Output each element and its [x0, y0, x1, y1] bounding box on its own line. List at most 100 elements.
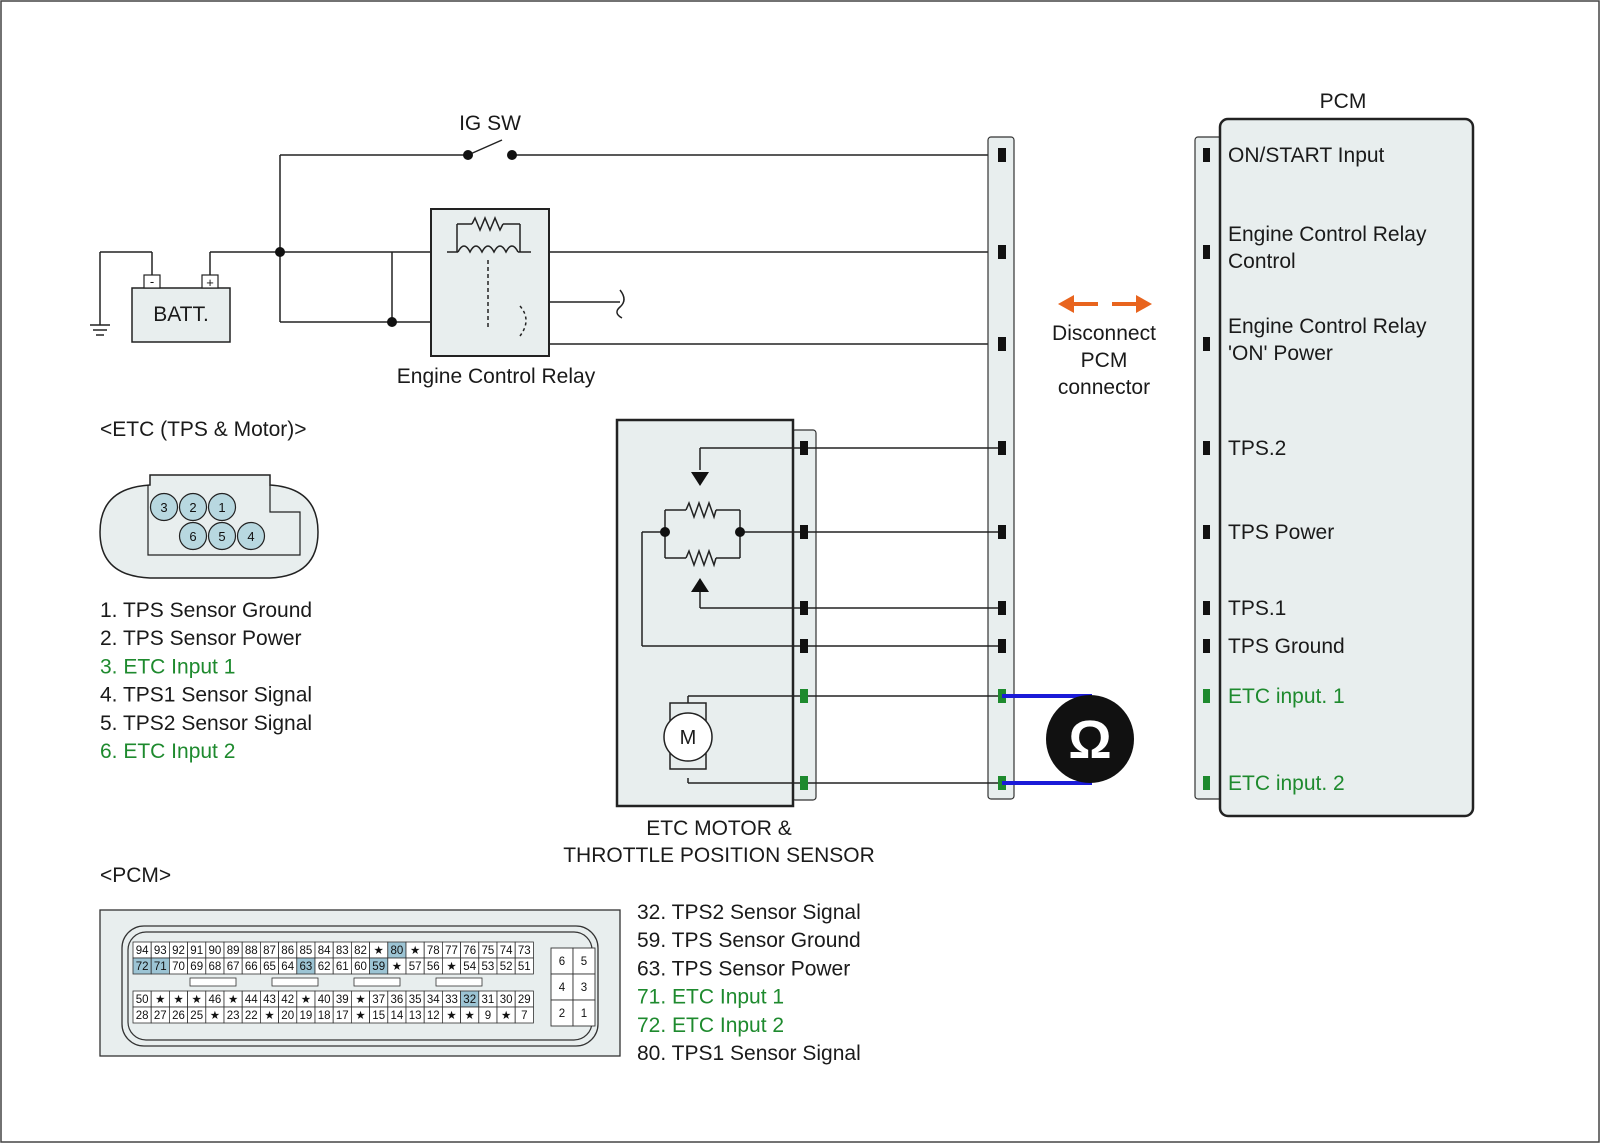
pcm-small-block-label: 6	[559, 956, 565, 968]
pcm-connector-key-slot	[353, 977, 401, 987]
pcm-connector-cell-label: 12	[427, 1010, 440, 1022]
etc-pin-marker	[800, 601, 808, 615]
pcm-connector-key-slot	[271, 977, 319, 987]
pcm-pin-marker	[1203, 601, 1210, 615]
pcm-pin-marker	[1203, 148, 1210, 162]
motor: M	[663, 712, 713, 762]
pcm-connector-cell-label: ★	[301, 994, 311, 1006]
engine-control-relay: Engine Control Relay	[397, 208, 596, 388]
pcm-small-block-label: 3	[581, 982, 587, 994]
pcm-connector-cell	[514, 957, 534, 975]
pcm-connector-cell-label: 13	[409, 1010, 422, 1022]
pcm-connector-cell-label: 32	[463, 994, 476, 1006]
ohm-symbol: Ω	[1068, 710, 1111, 770]
pcm-connector-cell-label: 27	[154, 1010, 167, 1022]
battery-label: BATT.	[153, 303, 209, 326]
inline-pin-marker	[998, 148, 1006, 162]
pcm-connector-cell-label: 40	[318, 994, 331, 1006]
pcm-small-block-label: 2	[559, 1008, 565, 1020]
pcm-connector-cell-label: 53	[482, 961, 495, 973]
pcm-connector-cell-label: 69	[190, 961, 203, 973]
pcm-pin-list-item: 32. TPS2 Sensor Signal	[637, 901, 861, 924]
pcm-pin-marker	[1203, 337, 1210, 351]
etc-pin-marker	[800, 639, 808, 653]
etc-pin-list-item: 1. TPS Sensor Ground	[100, 599, 312, 622]
relay-label: Engine Control Relay	[397, 365, 596, 388]
pcm-pin-marker	[1203, 689, 1210, 703]
pcm-connector-cell-label: 65	[263, 961, 276, 973]
pcm-connector-cell-label: 86	[281, 945, 294, 957]
pcm-pin-list-item: 72. ETC Input 2	[637, 1014, 784, 1037]
pcm-connector-cell-label: 60	[354, 961, 367, 973]
pcm-body	[1218, 117, 1475, 818]
battery-minus-label: -	[150, 274, 154, 289]
pcm-connector-cell-label: 26	[172, 1010, 185, 1022]
pcm-connector-cell-label: 71	[154, 961, 167, 973]
pcm-pin-marker	[1203, 441, 1210, 455]
pcm-connector-cell-label: 84	[318, 945, 331, 957]
etc-connector-pin-number: 4	[247, 529, 254, 544]
pcm-connector-cell-label: 51	[518, 961, 531, 973]
pcm-connector-cell-label: ★	[355, 1010, 365, 1022]
pcm-connector-key-slot	[435, 977, 483, 987]
pcm-connector-cell-label: 17	[336, 1010, 349, 1022]
etc-connector-pin	[207, 521, 237, 551]
etc-connector-pin	[178, 521, 208, 551]
pcm-pin-list-item: 59. TPS Sensor Ground	[637, 929, 861, 952]
ohmmeter: Ω	[1002, 694, 1134, 785]
pcm-pin-label: TPS Power	[1228, 521, 1334, 544]
pcm-connector-cell-label: 75	[482, 945, 495, 957]
inline-pin-marker	[998, 639, 1006, 653]
ig-switch-label: IG SW	[459, 112, 521, 135]
pcm-connector-cell-label: 43	[263, 994, 276, 1006]
pcm-connector-cell-label: 78	[427, 945, 440, 957]
pcm-connector-cell-label: 39	[336, 994, 349, 1006]
pcm-connector-cell-label: 35	[409, 994, 422, 1006]
pcm-connector-cell-label: ★	[264, 1010, 274, 1022]
pcm-connector-cell-label: ★	[155, 994, 165, 1006]
etc-box-label-line1: ETC MOTOR &	[646, 817, 791, 840]
etc-connector-pin-number: 3	[160, 500, 167, 515]
pcm-connector-cell-label: 20	[281, 1010, 294, 1022]
etc-motor-tps: M ETC MOTOR & THROTTLE POSITION SENSOR	[563, 418, 998, 867]
pcm-connector-cell-label: 67	[227, 961, 240, 973]
inline-pin-marker	[998, 601, 1006, 615]
pcm-connector-cell-label: 92	[172, 945, 185, 957]
disconnect-line2: PCM	[1081, 349, 1128, 372]
pcm-pin-marker	[1203, 639, 1210, 653]
inline-pin-marker	[998, 245, 1006, 259]
pcm-pin-list-item: 63. TPS Sensor Power	[637, 957, 850, 980]
pcm-connector-cell-label: 87	[263, 945, 276, 957]
pcm-connector-cell-label: 63	[300, 961, 313, 973]
pcm-pin-list-item: 71. ETC Input 1	[637, 986, 784, 1009]
pcm-connector-cell-label: 31	[482, 994, 495, 1006]
pcm-connector-cell-label: 59	[372, 961, 385, 973]
pcm-connector-key-slot	[189, 977, 237, 987]
etc-pin-marker	[800, 525, 808, 539]
wiper-arrow-up-icon	[691, 578, 709, 592]
etc-connector-pin-number: 2	[189, 500, 196, 515]
pcm-connector-cell-label: 50	[136, 994, 149, 1006]
pcm-connector-cell-label: ★	[173, 994, 183, 1006]
pcm-connector-cell-label: 19	[300, 1010, 313, 1022]
pcm-connector-cell-label: 14	[391, 1010, 404, 1022]
pcm-pin-label: Engine Control Relay	[1228, 315, 1427, 338]
pcm-connector-cell-label: 93	[154, 945, 167, 957]
inline-pin-marker	[998, 525, 1006, 539]
etc-connector-pin	[207, 492, 237, 522]
battery: - + BATT.	[131, 274, 231, 343]
pcm-connector-cell-label: 74	[500, 945, 513, 957]
pcm-connector-cell-label: 18	[318, 1010, 331, 1022]
pcm-connector-cell-label: ★	[374, 945, 384, 957]
pcm-connector-cell-label: 72	[136, 961, 149, 973]
pcm-small-block-label: 1	[581, 1008, 587, 1020]
pcm-connector-cell-label: 29	[518, 994, 531, 1006]
pcm-connector-cell-label: 22	[245, 1010, 258, 1022]
pcm-connector-cell-label: 77	[445, 945, 458, 957]
pin-markers	[800, 148, 1006, 790]
pcm-small-block-label: 5	[581, 956, 587, 968]
pcm-pin-marker	[1203, 525, 1210, 539]
pcm-connector-cell-label: 42	[281, 994, 294, 1006]
